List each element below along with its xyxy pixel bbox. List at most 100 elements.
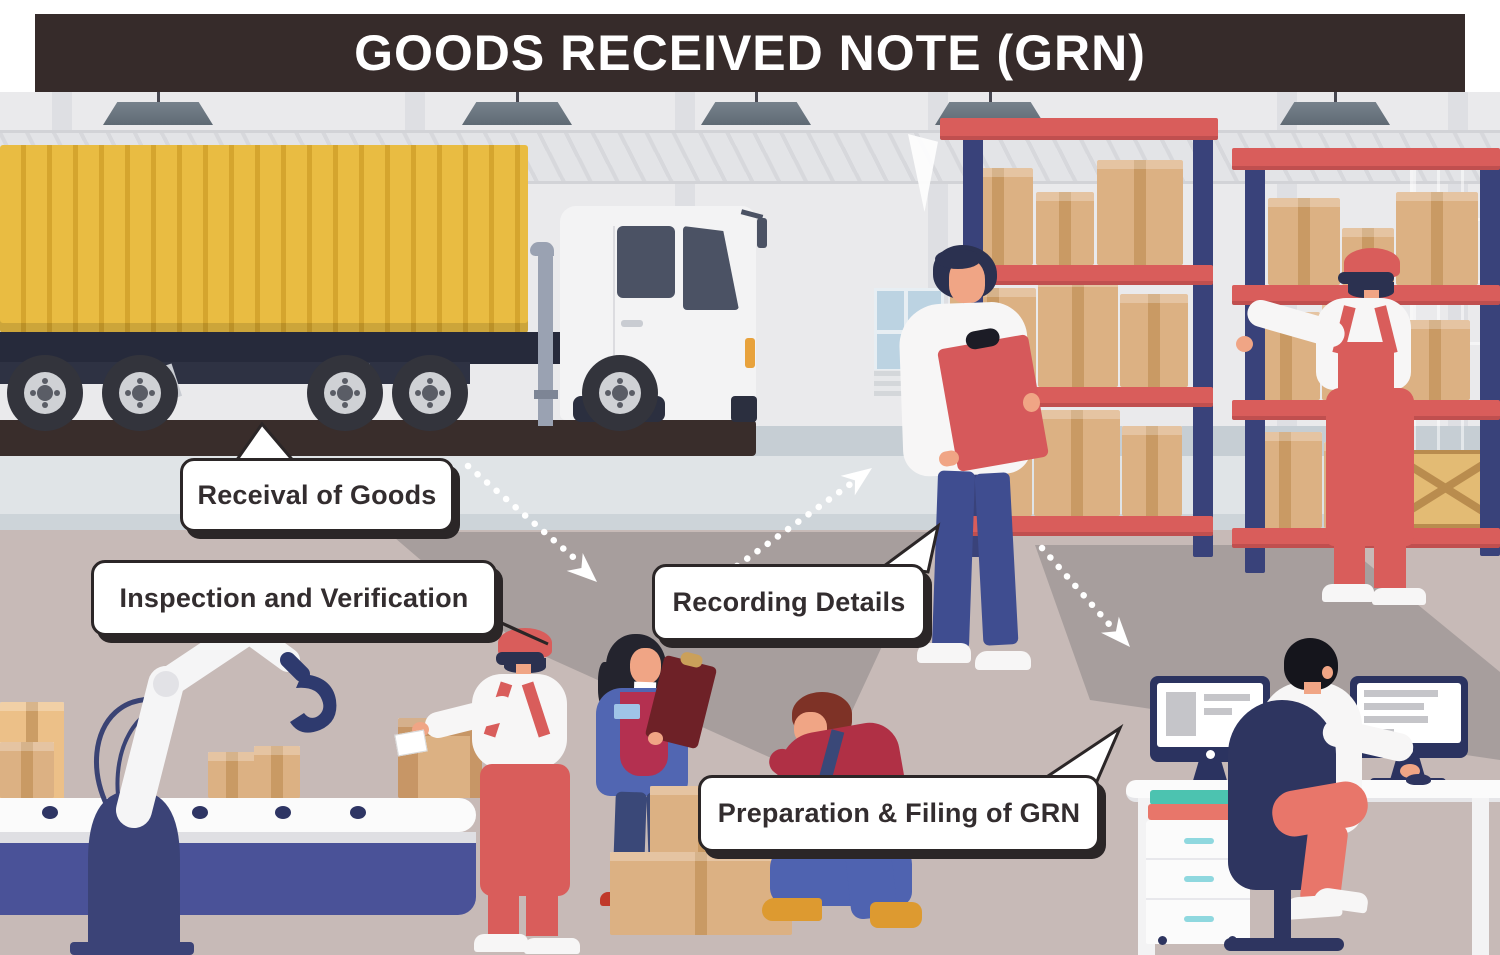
marker-light [745,338,755,368]
step-label-text: Recording Details [672,587,906,617]
badge [614,704,640,719]
side-mirror [757,218,767,248]
carton-box [1036,192,1094,265]
belt-roller [350,806,366,819]
truck-wheel [392,355,468,431]
ceiling-lamp [103,102,213,125]
page-title: GOODS RECEIVED NOTE (GRN) [354,25,1146,81]
title-banner: GOODS RECEIVED NOTE (GRN) [35,14,1465,92]
leg [526,894,558,936]
leg [1374,544,1406,588]
screen-text-line [1204,708,1232,715]
chair-column [1274,886,1291,942]
truck-cab [545,200,767,432]
screen-text-line [1204,694,1250,701]
belt-shadow [0,832,476,843]
arrow-inspection-to-recording [733,468,872,570]
carton-box [1034,410,1120,516]
truck-wheel [102,355,178,431]
cab-side-window [617,226,675,298]
shelf-worker [1236,246,1433,606]
belt-roller [275,806,291,819]
lamp-stem [755,92,758,104]
belt-roller [192,806,208,819]
step-label-recording: Recording Details [652,564,926,641]
cap-band [1338,272,1394,284]
ceiling-lamp [701,102,811,125]
hand [648,732,663,745]
hair-fringe [935,249,981,269]
caster-wheel [1158,936,1167,945]
desk-leg [1472,798,1489,955]
leg [1334,542,1365,588]
hair [1284,638,1338,690]
drawer-handle [1184,916,1214,922]
carton-box [1268,198,1340,285]
robotic-arm [70,615,337,955]
arrow-recording-to-preparation [1038,544,1130,647]
shoe [975,651,1031,670]
carton-box [0,742,54,798]
neck [516,664,531,676]
mouse [1406,774,1431,785]
lamp-stem [1334,92,1337,104]
shoe [1322,584,1374,602]
monitor-logo [1206,750,1215,759]
chair-base [1224,938,1344,951]
carton-box [1122,426,1182,516]
truck-wheel [7,355,83,431]
truck-wheel [582,355,658,431]
screen-text-line [1364,703,1424,710]
book [1150,790,1238,805]
shoe [474,934,528,952]
arrow-receival-to-inspection [464,462,597,582]
carton-box [208,752,256,798]
overall-pants [480,764,570,896]
overall-pants [1326,388,1414,546]
step-label-preparation: Preparation & Filing of GRN [698,775,1100,852]
truck-wheel [307,355,383,431]
lamp-stem [516,92,519,104]
carton-box [1097,160,1183,265]
drawer-handle [1184,838,1214,844]
exhaust-pipe [524,242,564,428]
ear [1322,666,1333,679]
step-label-text: Preparation & Filing of GRN [717,798,1081,828]
neck [1304,682,1321,694]
conveyor-body [0,843,476,915]
delivery-truck [0,138,775,458]
shoe [762,898,822,921]
shoe [524,938,580,954]
step-label-text: Inspection and Verification [119,582,469,613]
hand [1236,336,1253,352]
carton-box [1396,192,1478,285]
ceiling-lamp [1280,102,1390,125]
face [630,648,661,684]
ceiling-lamp [462,102,572,125]
screen-text-line [1364,690,1438,697]
hand [1023,393,1040,412]
overall-bib [1338,342,1394,394]
shoe [1372,588,1426,605]
shelf-bar [1232,148,1500,170]
drawer-handle [1184,876,1214,882]
clerk-at-computer [1222,638,1432,955]
book [1148,804,1240,820]
bumper [731,396,757,422]
shelf-post [1193,128,1213,557]
truck-container [0,145,528,333]
carton-box [1120,294,1188,387]
cab-door-handle [621,320,643,327]
step-label-text: Receival of Goods [197,479,437,510]
shelf-post [1245,158,1265,573]
screen-image-block [1166,692,1196,736]
leg [488,892,519,936]
shelf-bar [940,118,1218,140]
shoe [870,902,922,928]
shelf-post [1480,158,1500,556]
lamp-stem [157,92,160,104]
inspection-worker [394,624,587,955]
